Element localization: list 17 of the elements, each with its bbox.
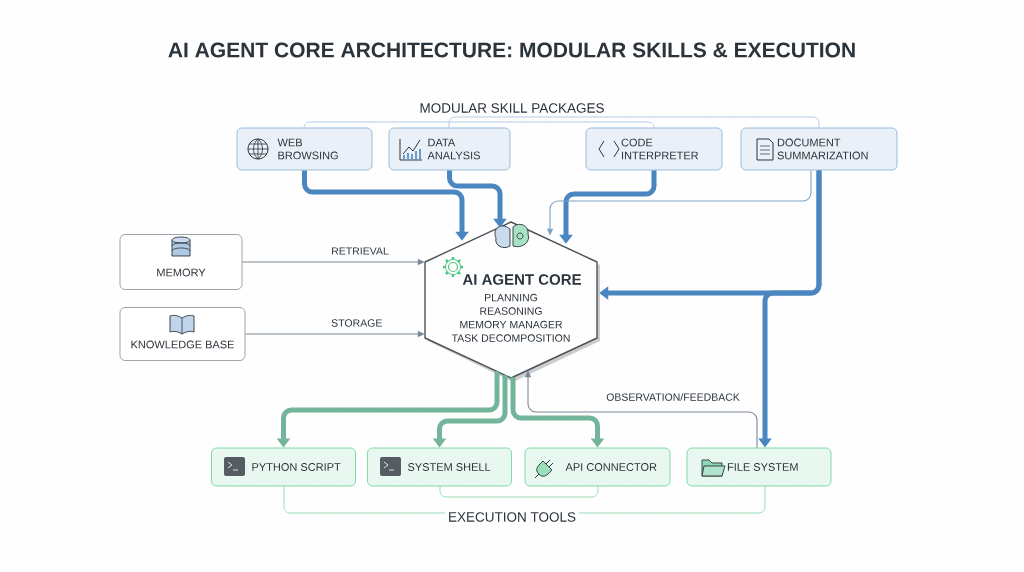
core-hexagon: AI AGENT CORE PLANNING REASONING MEMORY MANAGER TASK DECOMPOSITION xyxy=(424,221,600,382)
skill-box: CODE INTERPRETER xyxy=(585,127,723,171)
title: AI AGENT CORE ARCHITECTURE: MODULAR SKILLS & EXECUTION xyxy=(168,42,855,58)
tool-box: PYTHON SCRIPT xyxy=(211,447,356,487)
edge-label: OBSERVATION/FEEDBACK xyxy=(606,393,740,401)
group-label: MODULAR SKILL PACKAGES xyxy=(416,100,608,116)
tool-box: SYSTEM SHELL xyxy=(367,447,512,487)
edge-label: RETRIEVAL xyxy=(332,247,389,255)
tool-box: FILE SYSTEM xyxy=(686,447,832,487)
skill-box: DATA ANALYSIS xyxy=(388,127,511,171)
store-box: KNOWLEDGE BASE xyxy=(119,307,246,361)
edge-label: STORAGE xyxy=(331,319,382,327)
skill-box: DOCUMENT SUMMARIZATION xyxy=(740,127,898,171)
skill-box: WEB BROWSING xyxy=(236,127,373,171)
store-box: MEMORY xyxy=(119,234,243,290)
tool-box: API CONNECTOR xyxy=(524,447,671,487)
group-label: EXECUTION TOOLS xyxy=(445,509,579,525)
